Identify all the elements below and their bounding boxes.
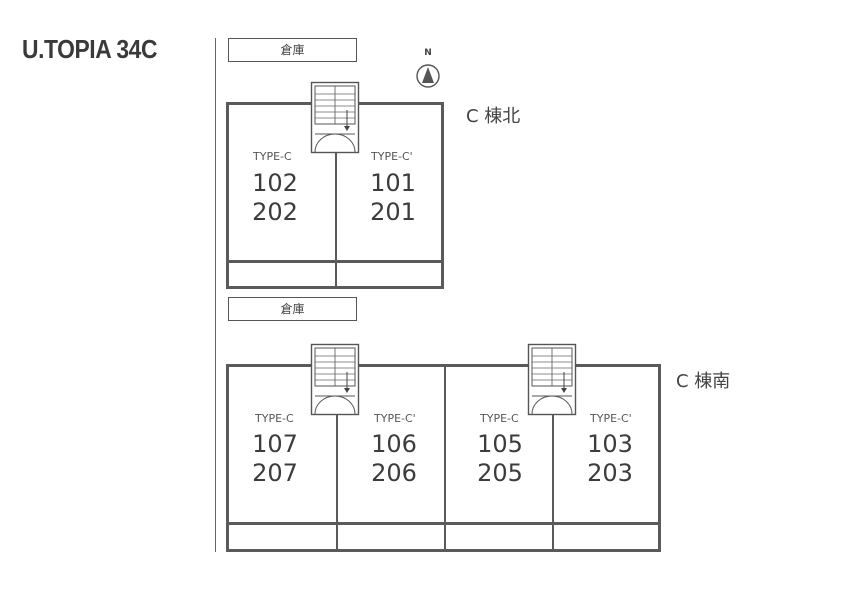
unit-type-label: TYPE-C	[480, 412, 519, 425]
unit-type-label: TYPE-C'	[371, 150, 413, 163]
room-number-1f: 106	[371, 430, 417, 458]
unit-type-label: TYPE-C	[253, 150, 292, 163]
site-boundary-line	[215, 38, 216, 552]
stairwell-icon	[310, 343, 360, 416]
south-building: TYPE-C 107 207 TYPE-C' 106 206 TYPE-C 10…	[226, 364, 661, 552]
compass-north-label: N	[424, 48, 432, 58]
room-number-1f: 107	[252, 430, 298, 458]
unit-103: TYPE-C' 103 203	[552, 367, 658, 525]
room-number-2f: 207	[252, 459, 298, 487]
balcony	[552, 522, 658, 549]
storage-north: 倉庫	[228, 38, 357, 62]
stairwell-icon	[310, 81, 360, 154]
balcony	[336, 522, 444, 549]
balcony	[229, 260, 335, 287]
unit-type-label: TYPE-C	[255, 412, 294, 425]
room-number-1f: 101	[370, 169, 416, 197]
unit-101: TYPE-C' 101 201	[335, 105, 441, 263]
room-number-2f: 206	[371, 459, 417, 487]
unit-type-label: TYPE-C'	[590, 412, 632, 425]
compass-arrow-icon	[416, 64, 440, 88]
unit-106: TYPE-C' 106 206	[336, 367, 444, 525]
room-number-2f: 201	[370, 198, 416, 226]
stairwell-icon	[527, 343, 577, 416]
balcony	[444, 522, 552, 549]
balcony	[335, 260, 441, 287]
room-number-1f: 102	[252, 169, 298, 197]
storage-south: 倉庫	[228, 297, 357, 321]
room-number-1f: 105	[477, 430, 523, 458]
room-number-1f: 103	[587, 430, 633, 458]
north-building-label: C 棟北	[466, 106, 521, 127]
property-title: U.TOPIA 34C	[22, 34, 158, 64]
unit-107: TYPE-C 107 207	[229, 367, 336, 525]
compass: N	[414, 48, 442, 90]
room-number-2f: 205	[477, 459, 523, 487]
room-number-2f: 203	[587, 459, 633, 487]
room-number-2f: 202	[252, 198, 298, 226]
unit-type-label: TYPE-C'	[374, 412, 416, 425]
south-building-label: C 棟南	[676, 371, 731, 392]
unit-102: TYPE-C 102 202	[229, 105, 335, 263]
unit-105: TYPE-C 105 205	[444, 367, 552, 525]
balcony	[229, 522, 336, 549]
